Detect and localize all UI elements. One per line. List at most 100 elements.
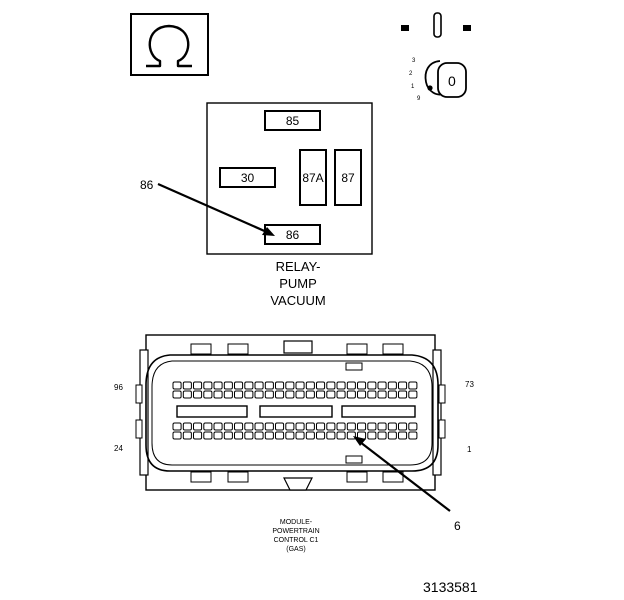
pin-cavity: [305, 381, 315, 390]
pin-cavity: [326, 390, 336, 399]
connector-callout-6: 6: [454, 519, 461, 533]
callout-arrowhead: [353, 436, 366, 446]
pin-cavity: [346, 431, 356, 440]
pin-cavity: [408, 381, 418, 390]
pin-cavity: [213, 390, 223, 399]
pin-cavity: [172, 431, 182, 440]
pin-cavity: [408, 390, 418, 399]
pin-cavity: [336, 390, 346, 399]
callout-arrowhead: [262, 227, 275, 236]
pin-cavity: [244, 431, 254, 440]
relay-terminal-85: 85: [286, 114, 300, 128]
pin-cavity: [398, 390, 408, 399]
pin-cavity: [346, 422, 356, 431]
pin-cavity: [357, 422, 367, 431]
relay-terminal-87a: 87A: [302, 171, 323, 185]
pin-cavity: [203, 422, 213, 431]
pin-cavity: [377, 381, 387, 390]
pin-cavity: [305, 390, 315, 399]
pin-cavity: [295, 422, 305, 431]
pin-cavity: [305, 431, 315, 440]
pin-cavity: [223, 381, 233, 390]
pin-cavity: [213, 431, 223, 440]
pin-cavity: [387, 381, 397, 390]
pin-cavity: [275, 422, 285, 431]
pin-cavity: [316, 422, 326, 431]
pin-cavity: [367, 390, 377, 399]
powertrain-connector: 96 73 24 1 6 MODULE- POWERTRAIN CONTROL …: [114, 334, 474, 553]
pin-cavity: [193, 390, 203, 399]
pin-cavity: [326, 422, 336, 431]
pin-cavity: [203, 390, 213, 399]
relay-terminal-86: 86: [286, 228, 300, 242]
pin-cavity: [285, 381, 295, 390]
relay-terminal-30: 30: [241, 171, 255, 185]
pin-cavity: [326, 381, 336, 390]
pin-cavity: [367, 422, 377, 431]
connector-caption-line-4: (GAS): [286, 546, 305, 553]
pin-cavity: [285, 422, 295, 431]
pin-cavity: [203, 381, 213, 390]
pin-cavity: [408, 431, 418, 440]
pin-cavity: [398, 431, 408, 440]
connector-caption-line-3: CONTROL C1: [274, 537, 319, 544]
figure-number: 3133581: [423, 579, 478, 595]
pin-cavity: [377, 431, 387, 440]
connector-caption-line-1: MODULE-: [280, 519, 313, 526]
pin-cavity: [367, 431, 377, 440]
connector-caption-line-2: POWERTRAIN: [272, 528, 319, 535]
pin-cavity: [234, 431, 244, 440]
pin-cavity: [275, 390, 285, 399]
pin-cavity: [367, 381, 377, 390]
pin-cavity: [326, 431, 336, 440]
pin-cavity: [295, 390, 305, 399]
pin-cavity: [193, 381, 203, 390]
pin-cavity: [172, 422, 182, 431]
pin-cavity: [377, 422, 387, 431]
pin-cavity: [264, 381, 274, 390]
relay-caption-line-1: RELAY-: [276, 259, 321, 274]
pin-cavity: [234, 422, 244, 431]
ignition-key-icon: 3 2 1 9 0: [401, 12, 471, 102]
ignition-position-3: 3: [412, 58, 416, 64]
pin-cavity: [193, 422, 203, 431]
pin-cavity: [357, 390, 367, 399]
pin-cavity: [172, 390, 182, 399]
pin-cavity: [182, 390, 192, 399]
pin-cavity: [305, 422, 315, 431]
pin-cavity: [275, 381, 285, 390]
pin-cavity: [336, 381, 346, 390]
relay-callout-86: 86: [140, 178, 154, 192]
ignition-position-1: 1: [411, 84, 415, 90]
pin-cavity: [213, 381, 223, 390]
pin-cavity: [377, 390, 387, 399]
pin-cavity: [254, 390, 264, 399]
pin-label-24: 24: [114, 444, 123, 453]
pin-cavity: [316, 381, 326, 390]
pin-cavity: [346, 381, 356, 390]
omega-icon: [130, 13, 209, 76]
pin-cavity: [408, 422, 418, 431]
pin-cavity: [254, 431, 264, 440]
pin-cavity: [285, 390, 295, 399]
ignition-position-2: 2: [409, 71, 413, 77]
pin-cavity: [387, 431, 397, 440]
pin-cavity: [264, 390, 274, 399]
pin-cavity: [223, 431, 233, 440]
pin-cavity: [203, 431, 213, 440]
relay-terminal-87: 87: [341, 171, 355, 185]
pin-cavity: [336, 431, 346, 440]
pin-cavity: [182, 431, 192, 440]
pin-cavity: [223, 422, 233, 431]
pin-cavity: [357, 381, 367, 390]
pin-cavity: [387, 422, 397, 431]
pin-row-top: [172, 381, 418, 399]
pin-cavity: [398, 381, 408, 390]
pin-cavity: [387, 390, 397, 399]
pin-cavity: [295, 381, 305, 390]
pin-cavity: [234, 390, 244, 399]
pin-cavity: [398, 422, 408, 431]
pin-cavity: [295, 431, 305, 440]
pin-cavity: [316, 390, 326, 399]
